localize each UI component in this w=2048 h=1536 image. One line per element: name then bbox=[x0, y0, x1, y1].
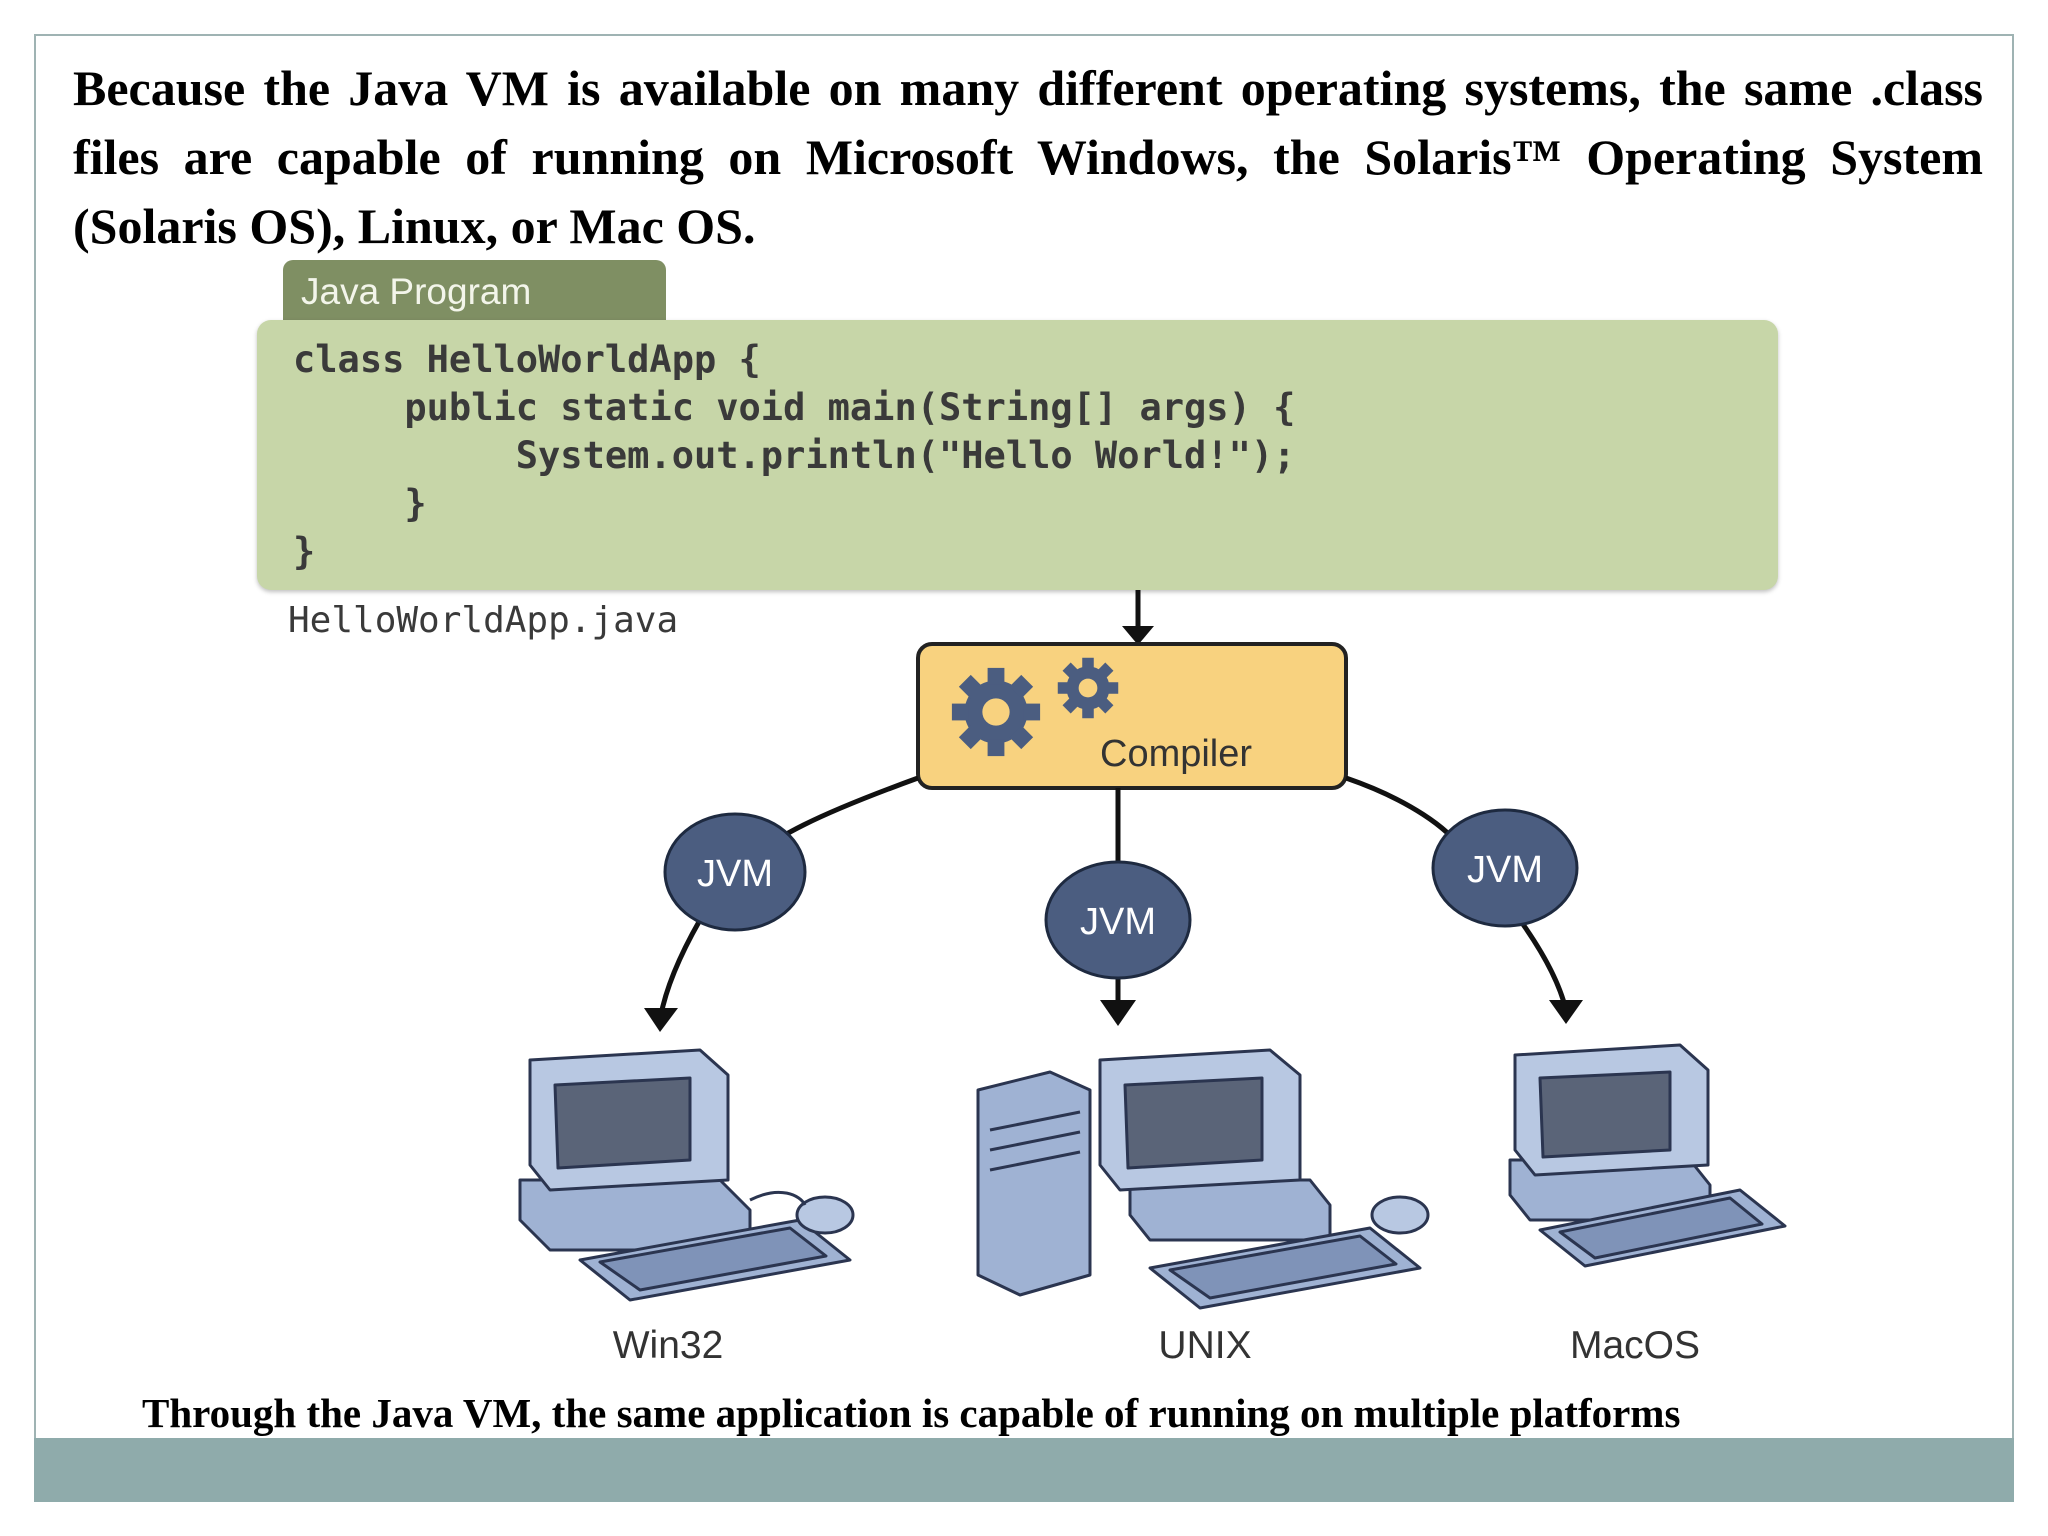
code-block: class HelloWorldApp { public static void… bbox=[257, 320, 1778, 590]
code-line: System.out.println("Hello World!"); bbox=[293, 434, 1296, 477]
footer-band bbox=[34, 1438, 2014, 1502]
code-line: } bbox=[293, 530, 316, 573]
platform-label-win32: Win32 bbox=[613, 1324, 724, 1367]
gear-icon bbox=[1057, 657, 1119, 719]
arrowhead-icon bbox=[644, 1008, 678, 1032]
gear-icon bbox=[951, 667, 1041, 757]
code-line: class HelloWorldApp { bbox=[293, 338, 761, 381]
jvm-node-macos: JVM bbox=[1431, 808, 1579, 928]
java-program-tab: Java Program bbox=[283, 260, 666, 324]
arrowhead-icon bbox=[1549, 1000, 1583, 1024]
compiler-label: Compiler bbox=[1100, 733, 1252, 775]
arrowhead-icon bbox=[1122, 626, 1154, 645]
jvm-label: JVM bbox=[697, 853, 773, 895]
platform-label-unix: UNIX bbox=[1158, 1324, 1251, 1367]
arrowhead-icon bbox=[1100, 1000, 1136, 1026]
code-line: public static void main(String[] args) { bbox=[293, 386, 1296, 429]
platform-label-macos: MacOS bbox=[1570, 1324, 1700, 1367]
intro-paragraph: Because the Java VM is available on many… bbox=[73, 60, 1983, 254]
mac-computer-icon bbox=[1508, 1043, 1787, 1268]
jvm-node-unix: JVM bbox=[1044, 860, 1192, 980]
source-filename: HelloWorldApp.java bbox=[288, 600, 679, 641]
branch-line bbox=[1517, 918, 1569, 1011]
jvm-label: JVM bbox=[1467, 849, 1543, 891]
desktop-computer-icon bbox=[518, 1048, 855, 1302]
branch-line bbox=[657, 918, 703, 1021]
jvm-label: JVM bbox=[1080, 901, 1156, 943]
workstation-computer-icon bbox=[976, 1048, 1430, 1310]
code-line: } bbox=[293, 482, 427, 525]
figure-caption: Through the Java VM, the same applicatio… bbox=[142, 1390, 1681, 1436]
jvm-node-win32: JVM bbox=[663, 812, 807, 932]
